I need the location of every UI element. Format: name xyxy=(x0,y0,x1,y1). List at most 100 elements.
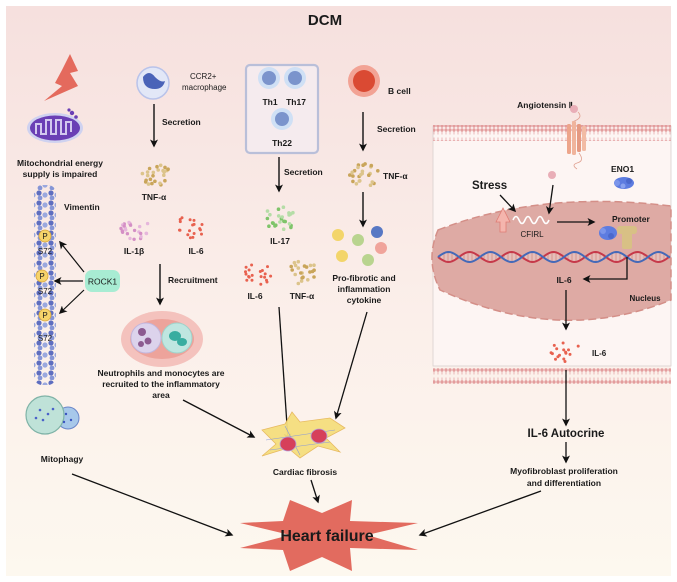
tnf-alpha-cluster xyxy=(140,163,170,187)
cytokine-dot xyxy=(122,224,126,228)
eno1-protein-icon xyxy=(614,177,634,189)
lower-membrane xyxy=(433,368,671,384)
promoter-label: Promoter xyxy=(612,214,650,224)
tnf-alpha-cluster xyxy=(289,259,316,286)
cytokine-dot xyxy=(200,232,203,236)
cytokine-dot xyxy=(162,170,166,174)
nuclear-il6-label: IL-6 xyxy=(556,275,571,285)
cytokine-dot xyxy=(132,228,137,233)
site-label: S72 xyxy=(38,247,53,256)
phosphate-icon xyxy=(35,269,49,283)
autocrine-label: IL-6 Autocrine xyxy=(528,428,605,440)
cytokine-dot xyxy=(289,212,293,216)
cytokine-dot xyxy=(348,173,352,177)
cytokine-dot xyxy=(250,263,254,267)
neutrophil-label-3: area xyxy=(152,390,170,400)
arrow-rock1-to-p3 xyxy=(58,289,85,315)
cytokine-dot xyxy=(567,348,570,352)
cytokine-label-1: Pro-fibrotic and xyxy=(332,273,395,283)
cytokine-dot xyxy=(368,183,373,187)
cytokine-dot xyxy=(198,228,202,232)
cytokine-dot xyxy=(192,222,196,226)
arrow-mitophagy-to-hf xyxy=(71,473,234,537)
cytokine-dot xyxy=(576,344,580,348)
cytokine-dot xyxy=(358,173,363,177)
tnf-alpha-cluster xyxy=(348,162,380,187)
secreted-il6-label: IL-6 xyxy=(592,349,607,358)
cytokine-dot xyxy=(351,179,355,184)
cytokine-dot xyxy=(132,237,136,241)
heart-failure-starburst: Heart failure xyxy=(240,500,418,571)
cytokine-dot xyxy=(360,169,365,174)
cytokine-dot xyxy=(376,169,380,173)
cytokine-dot xyxy=(271,221,275,225)
site-label: S72 xyxy=(38,287,53,296)
cytokine-dot xyxy=(120,230,125,234)
cytokine-dot xyxy=(259,282,263,286)
cytokine-dot xyxy=(263,272,267,276)
cytokine-dot xyxy=(166,167,170,171)
cytokine-dot xyxy=(128,236,132,241)
neutrophil-label-2: recruited to the inflammatory xyxy=(102,379,220,389)
diagram-title: DCM xyxy=(308,12,342,29)
cytokine-dot xyxy=(244,270,247,274)
rock1-badge: ROCK1 xyxy=(85,270,120,292)
cytokine-dot xyxy=(147,166,152,171)
cytokine-dot xyxy=(250,273,254,277)
phospho-site-2: P S72 xyxy=(35,269,53,296)
cytokine-dot xyxy=(259,275,263,279)
cytokine-dot xyxy=(268,212,272,217)
cytokine-dot xyxy=(269,274,273,278)
cytokine-dot xyxy=(358,179,362,183)
th17-cell-icon xyxy=(284,67,306,89)
tnf-alpha-label: TNF-α xyxy=(142,192,167,202)
cytokine-dot xyxy=(282,219,286,224)
recruitment-label: Recruitment xyxy=(168,275,218,285)
cytokine-dot xyxy=(356,165,360,170)
macrophage-label-2: macrophage xyxy=(182,83,227,92)
nucleus-label: Nucleus xyxy=(629,294,661,303)
macrophage-icon xyxy=(136,66,170,100)
angiotensin-ligand-internal xyxy=(548,171,556,179)
cytokine-dot xyxy=(292,260,297,265)
cytokine-dot xyxy=(267,224,271,228)
arrow-promoter-to-il6 xyxy=(582,257,628,283)
cytokine-dot xyxy=(361,163,365,167)
cytokine-dot xyxy=(299,271,303,275)
macrophage-secretion-label: Secretion xyxy=(162,117,201,127)
cytokine-dot xyxy=(178,228,182,232)
cytokine-dot xyxy=(192,232,196,235)
cytokine-dot xyxy=(155,164,159,169)
cytokine-dot xyxy=(150,181,154,186)
cytokine-dot xyxy=(186,233,190,237)
eno1-label: ENO1 xyxy=(611,164,634,174)
th22-cell-icon xyxy=(271,108,293,130)
cytokine-dot xyxy=(244,272,248,276)
outcome-label-2: and differentiation xyxy=(527,478,601,488)
cytokine-dot xyxy=(139,231,143,236)
cytokine-dot xyxy=(188,229,191,233)
cytokine-label-2: inflammation xyxy=(338,284,391,294)
eno1-promoter-complex-icon xyxy=(599,226,637,249)
cytokine-dot xyxy=(151,174,155,178)
cytokine-dot xyxy=(550,352,554,356)
cytokine-dot xyxy=(281,227,286,231)
cytokine-dot xyxy=(191,235,195,239)
cytokine-dot xyxy=(350,170,355,175)
cytokine-dot xyxy=(299,279,304,283)
cfirl-label: CFIRL xyxy=(520,230,544,239)
cytokine-dot xyxy=(568,352,572,356)
cytokine-dot xyxy=(552,343,556,347)
cytokine-dot xyxy=(312,275,316,279)
cytokine-dot xyxy=(564,350,568,354)
cytokine-dot xyxy=(265,278,268,282)
cytokine-dot xyxy=(263,275,267,279)
angiotensin-ligand xyxy=(570,105,578,113)
receptor-icon xyxy=(567,111,586,170)
cytokine-dot xyxy=(250,278,254,282)
cytokine-dot xyxy=(306,278,310,282)
cytokine-dot xyxy=(266,265,269,269)
cytokine-dot xyxy=(563,360,567,363)
